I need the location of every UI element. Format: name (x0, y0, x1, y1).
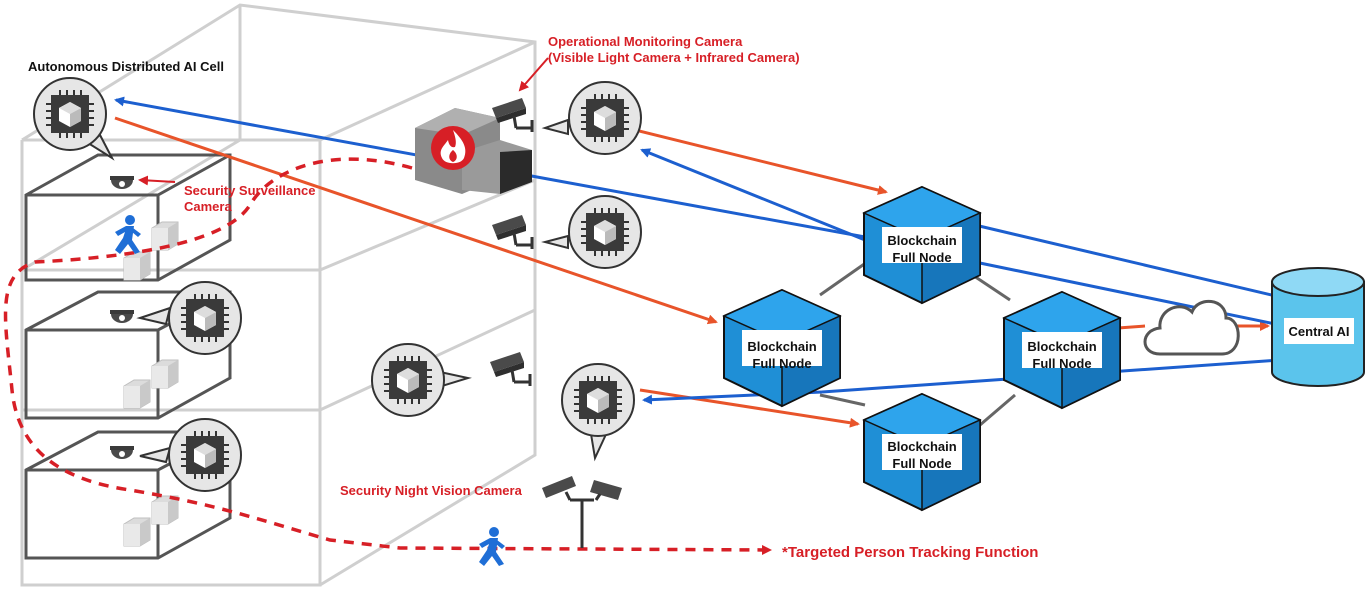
ai-chip-badge (541, 195, 642, 269)
dome-camera-icon (110, 310, 134, 323)
node-label-line2: Full Node (1032, 356, 1091, 371)
ai-chip-badge (541, 81, 642, 155)
node-label-line1: Blockchain (887, 233, 956, 248)
node-label-line2: Full Node (892, 456, 951, 471)
node-label-line1: Blockchain (747, 339, 816, 354)
tracking-label: *Targeted Person Tracking Function (782, 544, 1038, 561)
night-vision-pole (542, 476, 622, 548)
person-icon (479, 527, 505, 566)
dome-camera-icon (110, 176, 134, 189)
blockchain-node: Blockchain Full Node (723, 289, 841, 407)
tracking-path (3, 157, 772, 555)
fire-icon (431, 126, 475, 170)
blockchain-node: Blockchain Full Node (1003, 291, 1121, 409)
sensor-box (151, 495, 179, 525)
op-camera-label-line1: Operational Monitoring Camera (548, 34, 743, 49)
cloud-icon (1143, 299, 1240, 356)
box-camera-icon (490, 213, 534, 251)
sensor-box (123, 251, 151, 281)
sensor-box (123, 517, 151, 547)
sec-camera-label-line2: Camera (184, 199, 232, 214)
box-camera-icon (488, 350, 532, 388)
blockchain-node: Blockchain Full Node (863, 393, 981, 511)
sensor-box (123, 379, 151, 409)
sec-camera-label-line1: Security Surveillance (184, 183, 316, 198)
blockchain-node: Blockchain Full Node (863, 186, 981, 304)
central-ai-label: Central AI (1289, 324, 1350, 339)
dome-camera-icon (110, 446, 134, 459)
ai-chip-badge (136, 281, 242, 355)
node-label-line1: Blockchain (1027, 339, 1096, 354)
node-label-line1: Blockchain (887, 439, 956, 454)
op-camera-label-line2: (Visible Light Camera + Infrared Camera) (548, 50, 800, 65)
node-label-line2: Full Node (892, 250, 951, 265)
sensor-box (151, 359, 179, 389)
node-label-line2: Full Node (752, 356, 811, 371)
ai-chip-badge (33, 77, 115, 161)
ai-chip-badge (561, 363, 635, 462)
ai-chip-badge (139, 418, 242, 492)
label-pointers (138, 57, 549, 186)
night-camera-label: Security Night Vision Camera (340, 483, 523, 498)
ai-cell-label: Autonomous Distributed AI Cell (28, 59, 224, 74)
person-icon (115, 215, 141, 254)
ai-chip-badge (371, 343, 472, 417)
central-ai-cylinder: Central AI (1271, 267, 1365, 387)
red-arrows (114, 116, 1270, 428)
